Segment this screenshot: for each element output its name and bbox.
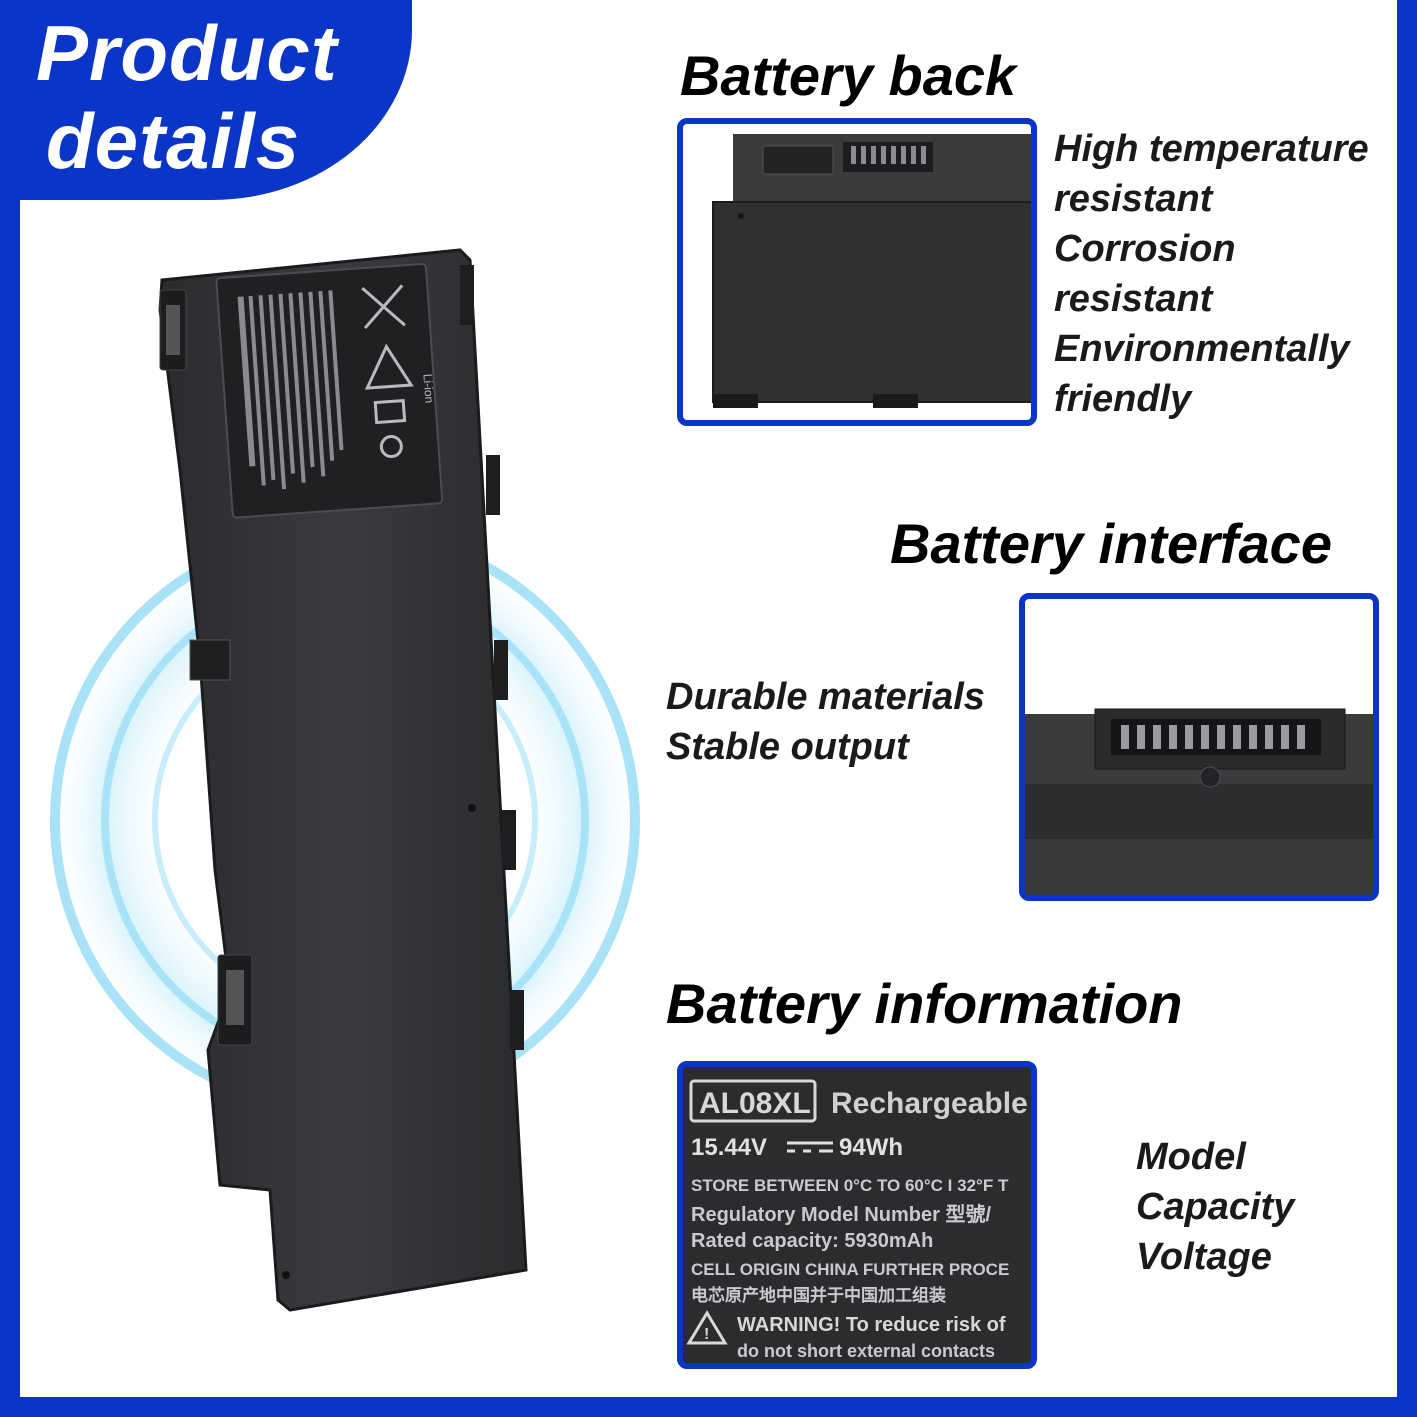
label-store: STORE BETWEEN 0°C TO 60°C I 32°F T <box>691 1176 1009 1195</box>
label-voltage: 15.44V <box>691 1134 767 1161</box>
battery-interface-title: Battery interface <box>890 512 1332 575</box>
interface-feature-1: Durable materials <box>666 676 985 718</box>
battery-back-photo <box>677 118 1037 426</box>
label-origin: CELL ORIGIN CHINA FURTHER PROCE <box>691 1260 1009 1279</box>
information-feature-3: Voltage <box>1136 1236 1272 1278</box>
battery-label-closeup: AL08XL Rechargeable 15.44V 94Wh STORE BE… <box>677 1061 1037 1369</box>
label-warning: WARNING! To reduce risk of <box>737 1314 1006 1336</box>
li-ion-text: Li-ion <box>420 373 436 403</box>
label-capacity: Rated capacity: 5930mAh <box>691 1230 933 1252</box>
label-energy: 94Wh <box>839 1134 903 1161</box>
label-rechargeable: Rechargeable <box>831 1087 1028 1120</box>
interface-feature-2: Stable output <box>666 726 909 768</box>
badge-line-2: details <box>46 97 301 185</box>
warning-icon <box>686 1310 728 1345</box>
back-feature-1: High temperature <box>1054 128 1369 170</box>
badge-line-1: Product <box>36 9 338 97</box>
product-details-badge: Product details <box>0 0 412 200</box>
battery-information-title: Battery information <box>666 972 1183 1035</box>
back-feature-3: Corrosion <box>1054 228 1236 270</box>
back-feature-6: friendly <box>1054 378 1192 420</box>
label-model: AL08XL <box>699 1087 811 1120</box>
information-feature-1: Model <box>1136 1136 1246 1178</box>
back-feature-5: Environmentally <box>1054 328 1350 370</box>
battery-main-illustration: Li-ion <box>45 248 645 1312</box>
back-feature-2: resistant <box>1054 178 1213 220</box>
label-warning-2: do not short external contacts <box>737 1341 995 1361</box>
svg-text:!: ! <box>704 1326 709 1343</box>
battery-sticker: Li-ion <box>215 262 444 519</box>
battery-back-title: Battery back <box>680 44 1017 107</box>
information-feature-2: Capacity <box>1136 1186 1295 1228</box>
battery-interface-photo <box>1019 593 1379 901</box>
label-regulatory: Regulatory Model Number 型號/ <box>691 1202 991 1226</box>
back-feature-4: resistant <box>1054 278 1213 320</box>
label-chinese: 电芯原产地中国并于中国加工组装 <box>691 1285 946 1306</box>
